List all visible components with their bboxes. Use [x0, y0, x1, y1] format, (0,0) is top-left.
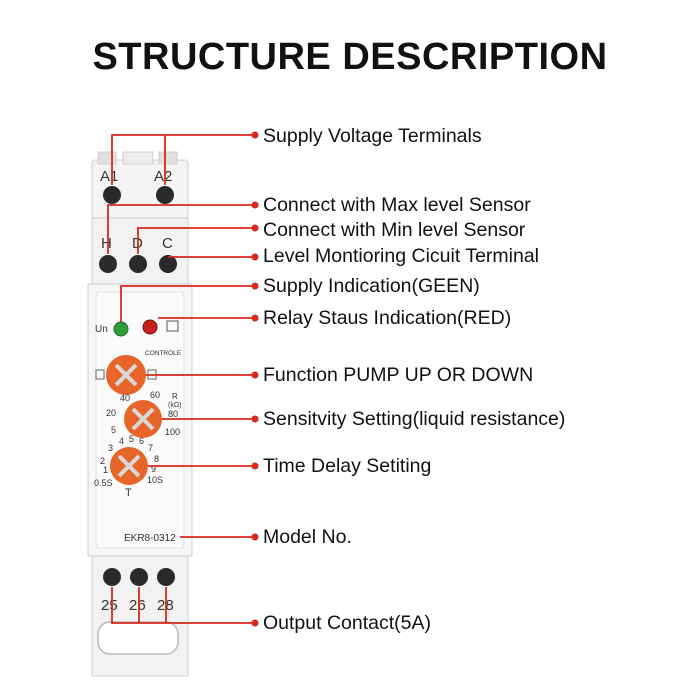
- green-led: [113, 321, 129, 337]
- svg-text:5: 5: [111, 425, 116, 435]
- callout-dots: [251, 131, 259, 627]
- terminal-label: 25: [101, 597, 118, 614]
- svg-text:6: 6: [139, 436, 144, 446]
- controle-label: CONTROLE: [145, 350, 182, 357]
- terminal-label: C: [162, 235, 173, 252]
- svg-text:R: R: [172, 392, 178, 401]
- svg-text:1: 1: [103, 465, 108, 475]
- svg-text:4: 4: [119, 436, 124, 446]
- callout-label: Function PUMP UP OR DOWN: [263, 364, 534, 386]
- svg-text:10S: 10S: [147, 475, 163, 485]
- callout-label: Level Montioring Cicuit Terminal: [263, 245, 540, 267]
- callout-label: Supply Voltage Terminals: [263, 125, 482, 147]
- svg-text:100: 100: [165, 427, 180, 437]
- callout-label: Connect with Max level Sensor: [263, 194, 531, 216]
- callout-label: Output Contact(5A): [263, 612, 431, 634]
- terminal-screws: [99, 186, 177, 586]
- un-label: Un: [95, 324, 108, 335]
- svg-text:3: 3: [108, 443, 113, 453]
- terminal-label: H: [101, 235, 112, 252]
- svg-text:2: 2: [100, 456, 105, 466]
- svg-text:(kΩ): (kΩ): [168, 402, 181, 409]
- terminal-label: 26: [129, 597, 146, 614]
- model-number: EKR8-0312: [124, 533, 176, 544]
- red-led: [142, 319, 158, 335]
- callout-label: Connect with Min level Sensor: [263, 219, 526, 241]
- svg-text:0.5S: 0.5S: [94, 478, 113, 488]
- terminal-label: A1: [100, 168, 118, 185]
- svg-text:80: 80: [168, 409, 178, 419]
- terminal-label: A2: [154, 168, 172, 185]
- callout-label: Sensitvity Setting(liquid resistance): [263, 408, 566, 430]
- time-knob: [110, 447, 148, 485]
- time-scale: 4 5 6 3 7 2 8 1 9 0.5S 10S T: [94, 434, 163, 499]
- page-title: STRUCTURE DESCRIPTION: [92, 36, 608, 78]
- svg-text:7: 7: [148, 443, 153, 453]
- callout-label: Supply Indication(GEEN): [263, 275, 480, 297]
- relay-icon: [166, 320, 179, 332]
- svg-text:T: T: [125, 487, 132, 499]
- sensitivity-knob: [124, 400, 162, 438]
- sensitivity-scale: 40 60 20 80 5 100 R (kΩ): [106, 390, 181, 437]
- svg-text:20: 20: [106, 408, 116, 418]
- callout-label: Model No.: [263, 526, 352, 548]
- callout-label: Relay Staus Indication(RED): [263, 307, 512, 329]
- svg-text:60: 60: [150, 390, 160, 400]
- callout-lines: [107, 134, 255, 624]
- callout-label: Time Delay Setiting: [263, 455, 432, 477]
- svg-text:40: 40: [120, 393, 130, 403]
- svg-text:8: 8: [154, 454, 159, 464]
- svg-text:9: 9: [151, 464, 156, 474]
- svg-text:5: 5: [129, 434, 134, 444]
- function-knob: [95, 355, 157, 395]
